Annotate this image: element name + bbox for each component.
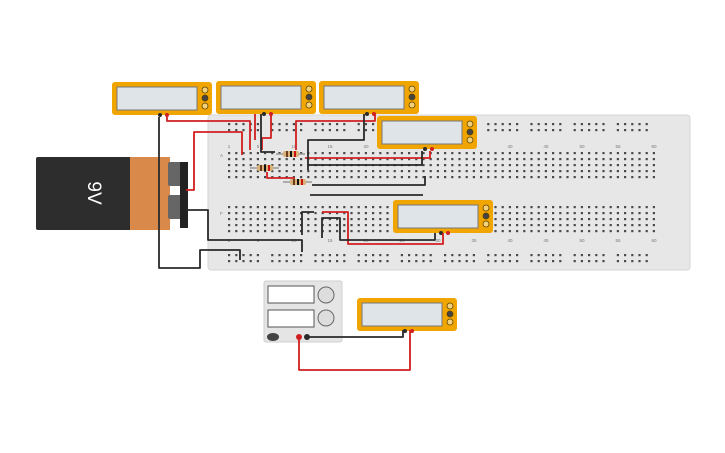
probe-com[interactable] — [365, 112, 369, 116]
multimeter-knob-icon[interactable] — [201, 86, 209, 94]
column-number: 60 — [651, 144, 657, 149]
power-supply[interactable] — [263, 280, 343, 343]
multimeter-6[interactable] — [357, 298, 457, 333]
multimeter-knob-icon[interactable] — [482, 220, 490, 228]
multimeter-knob-icon[interactable] — [201, 94, 209, 102]
wire-black-4 — [307, 114, 365, 170]
multimeter-knob-icon[interactable] — [305, 85, 313, 93]
probe-com[interactable] — [423, 147, 427, 151]
multimeter-5[interactable] — [393, 200, 493, 235]
column-number: 15 — [327, 238, 333, 243]
battery-label: 9V — [83, 181, 104, 205]
resistor-2[interactable] — [250, 165, 279, 171]
column-number: 15 — [327, 144, 333, 149]
battery-9v[interactable]: 9V — [36, 157, 188, 230]
resistor-3[interactable] — [283, 179, 312, 185]
multimeter-screen — [116, 86, 198, 111]
wires[interactable] — [158, 114, 444, 371]
column-number: 50 — [579, 238, 585, 243]
column-number: 1 — [228, 144, 231, 149]
column-number: 60 — [651, 238, 657, 243]
multimeter-knob-icon[interactable] — [446, 310, 454, 318]
column-number: 45 — [543, 144, 549, 149]
wire-red-9 — [298, 330, 411, 371]
multimeter-knob-icon[interactable] — [305, 93, 313, 101]
column-number: 40 — [507, 238, 513, 243]
multimeter-3[interactable] — [319, 81, 419, 116]
column-number: 40 — [507, 144, 513, 149]
multimeter-knob-icon[interactable] — [482, 204, 490, 212]
column-number: 55 — [615, 238, 621, 243]
probe-com[interactable] — [262, 112, 266, 116]
multimeter-knob-icon[interactable] — [466, 128, 474, 136]
wire-black-6 — [312, 176, 426, 186]
probe-v[interactable] — [446, 231, 450, 235]
multimeter-screen — [381, 120, 463, 145]
wire-black-9 — [307, 330, 404, 338]
multimeter-knob-icon[interactable] — [201, 102, 209, 110]
column-number: 20 — [363, 144, 369, 149]
wire-black-10 — [301, 211, 314, 235]
wire-red-5 — [295, 114, 376, 150]
row-letter-f: F — [220, 211, 223, 216]
column-number: 55 — [615, 144, 621, 149]
multimeter-knob-icon[interactable] — [466, 136, 474, 144]
multimeter-knob-icon[interactable] — [482, 212, 490, 220]
probe-v[interactable] — [165, 113, 169, 117]
breadboard[interactable]: 1155101015152020252530303535404045455050… — [207, 114, 691, 271]
multimeter-2[interactable] — [216, 81, 316, 116]
wire-red-8 — [322, 211, 444, 245]
wire-red-6 — [266, 172, 295, 179]
multimeter-screen — [220, 85, 302, 110]
wire-black-3 — [260, 114, 275, 153]
multimeter-knob-icon[interactable] — [408, 93, 416, 101]
multimeter-4[interactable] — [377, 116, 477, 151]
wire-red-2 — [166, 117, 251, 150]
wire-black-1 — [158, 117, 241, 269]
wire-black-2 — [186, 209, 303, 252]
multimeter-knob-icon[interactable] — [305, 101, 313, 109]
multimeter-knob-icon[interactable] — [446, 302, 454, 310]
column-number: 35 — [471, 238, 477, 243]
multimeter-knob-icon[interactable] — [408, 101, 416, 109]
wire-red-3 — [261, 114, 272, 150]
probe-com[interactable] — [158, 113, 162, 117]
multimeter-1[interactable] — [112, 82, 212, 117]
wire-red-7 — [305, 151, 431, 159]
multimeter-screen — [323, 85, 405, 110]
multimeter-screen — [361, 302, 443, 327]
wire-red-1 — [186, 131, 243, 191]
row-letter-a: A — [220, 153, 223, 158]
multimeter-knob-icon[interactable] — [446, 318, 454, 326]
multimeter-knob-icon[interactable] — [408, 85, 416, 93]
wire-black-5 — [308, 151, 423, 166]
probe-v[interactable] — [410, 329, 414, 333]
resistor-1[interactable] — [276, 151, 305, 157]
multimeter-knob-icon[interactable] — [466, 120, 474, 128]
multimeter-screen — [397, 204, 479, 229]
column-number: 5 — [257, 144, 260, 149]
column-number: 30 — [435, 238, 441, 243]
column-number: 50 — [579, 144, 585, 149]
probe-com[interactable] — [403, 329, 407, 333]
wire-black-8 — [321, 217, 436, 241]
probe-v[interactable] — [430, 147, 434, 151]
probe-com[interactable] — [439, 231, 443, 235]
column-number: 45 — [543, 238, 549, 243]
column-number: 10 — [291, 144, 297, 149]
